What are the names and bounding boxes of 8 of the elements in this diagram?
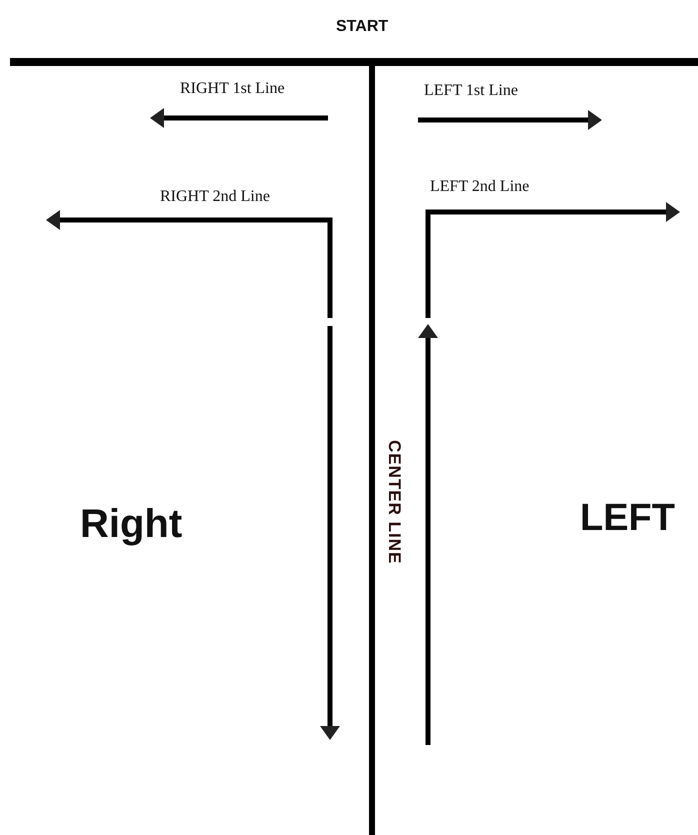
- start-label: START: [336, 18, 388, 36]
- center-line-label: CENTER LINE: [384, 440, 404, 564]
- lane-label: LEFT 1st Line: [424, 82, 518, 100]
- lane-label: RIGHT 2nd Line: [160, 188, 270, 206]
- lane-label: RIGHT 1st Line: [180, 80, 285, 98]
- lane-label: LEFT 2nd Line: [430, 178, 530, 196]
- side-label: Right: [80, 502, 182, 547]
- side-label: LEFT: [580, 497, 675, 540]
